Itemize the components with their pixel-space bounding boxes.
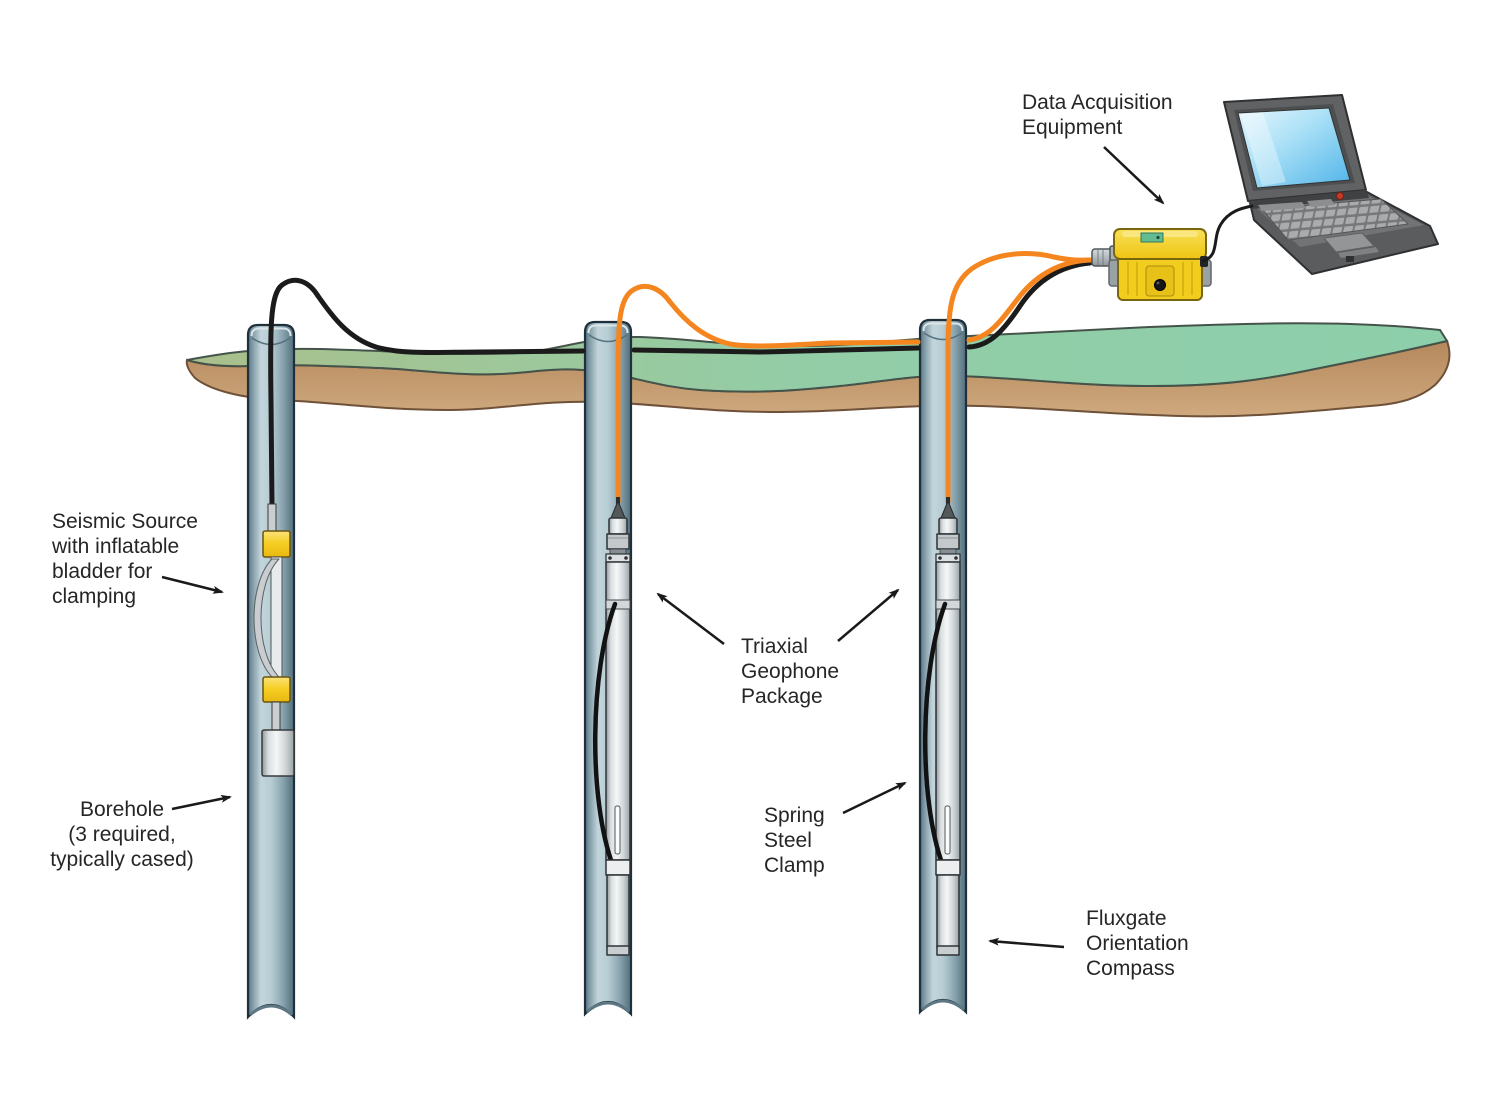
label-data-acquisition-equipment: Data Acquisition Equipment <box>1022 91 1173 139</box>
laptop-touchpad <box>1323 232 1375 253</box>
geophone-slot-window <box>944 805 951 855</box>
laptop-front-latch <box>1346 256 1354 262</box>
bolt <box>624 556 628 560</box>
label-fluxgate-orientation-compass: Fluxgate Orientation Compass <box>1086 907 1189 980</box>
geophone-gap-ring <box>939 548 957 555</box>
box-knob <box>1154 279 1166 291</box>
triaxial-geophone-package-2 <box>922 497 961 956</box>
geophone-neck <box>938 517 958 535</box>
surface-cable-black <box>268 260 1093 509</box>
geophone-collar <box>936 533 960 550</box>
box-sticker-dot <box>1156 235 1160 240</box>
fluxgate-compass-housing <box>936 874 960 949</box>
arrow-triaxial-right <box>837 588 900 642</box>
annotation-arrows <box>161 146 1165 949</box>
laptop-power-led <box>1336 192 1344 200</box>
arrow-seismic-source <box>161 575 224 594</box>
source-bottom-cylinder <box>261 729 295 777</box>
source-lower-rod <box>271 701 281 731</box>
arrow-borehole <box>171 794 232 811</box>
source-upper-rod <box>267 503 277 533</box>
clamp-collar-bottom <box>262 676 291 703</box>
data-acquisition-box <box>1091 228 1212 301</box>
geophone-band <box>605 599 631 610</box>
geophone-bottom-cap <box>936 945 960 956</box>
geophone-cable-orange-borehole3 <box>945 251 1098 505</box>
laptop <box>1223 94 1439 275</box>
geophone-neck <box>608 517 628 535</box>
geophone-slot-window <box>614 805 621 855</box>
geophone-band <box>935 599 961 610</box>
triaxial-geophone-package-1 <box>592 497 631 956</box>
arrow-spring-clamp <box>842 781 907 815</box>
laptop-speaker-bar <box>1258 202 1306 211</box>
geophone-joint-band <box>605 859 631 876</box>
laptop-cable <box>1201 204 1254 263</box>
laptop-screen <box>1237 107 1351 189</box>
ground <box>185 322 1451 418</box>
fluxgate-compass-housing <box>606 874 630 949</box>
clamp-collar-top <box>262 530 291 558</box>
arrow-fluxgate <box>988 937 1065 949</box>
bolt <box>608 556 612 560</box>
screen-glare <box>1241 112 1286 186</box>
label-triaxial-geophone-package: Triaxial Geophone Package <box>741 635 840 708</box>
source-shaft <box>270 556 283 680</box>
label-borehole: Borehole (3 required, typically cased) <box>50 798 194 871</box>
geophone-gap-ring <box>609 548 627 555</box>
bolt <box>954 556 958 560</box>
geophone-tip-nub <box>946 497 950 504</box>
box-ribs <box>1127 262 1193 296</box>
box-label-sticker <box>1140 232 1164 243</box>
spring-steel-clamp <box>922 601 948 869</box>
box-knob-highlight <box>1156 281 1160 285</box>
geophone-joint-band <box>935 859 961 876</box>
arrow-triaxial-left <box>656 592 725 645</box>
geophone-collar <box>606 533 630 550</box>
spring-steel-clamp <box>592 601 618 869</box>
arrow-data-acquisition <box>1103 146 1165 205</box>
laptop-touchpad-buttons <box>1338 247 1379 258</box>
label-spring-steel-clamp: Spring Steel Clamp <box>764 804 825 877</box>
laptop-keyboard <box>1261 198 1409 241</box>
geophone-cable-orange-borehole2 <box>615 257 1097 505</box>
geophone-bottom-cap <box>606 945 630 956</box>
bolt <box>938 556 942 560</box>
label-seismic-source: Seismic Source with inflatable bladder f… <box>52 510 198 608</box>
seismic-source <box>253 503 295 777</box>
geophone-tip-nub <box>616 497 620 504</box>
laptop-speaker-bar2 <box>1307 199 1335 207</box>
